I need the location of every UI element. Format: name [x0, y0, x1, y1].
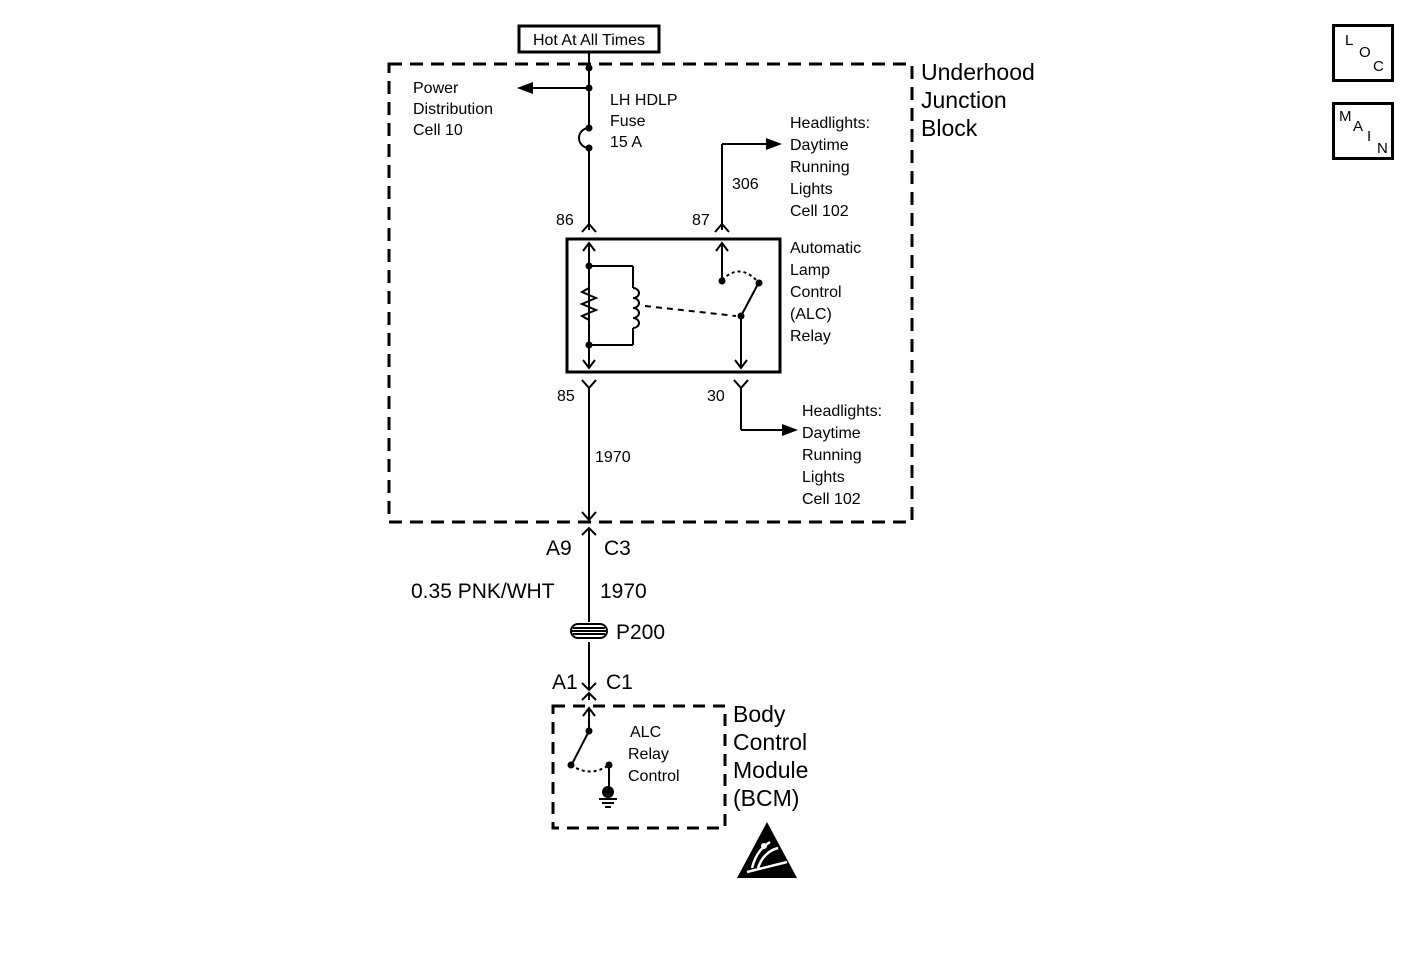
svg-text:Running: Running [790, 159, 850, 176]
svg-text:Daytime: Daytime [802, 425, 861, 442]
circuit-30-arrow [782, 424, 798, 436]
pin-85-label: 85 [557, 388, 575, 405]
power-distribution-ref: Power Distribution Cell 10 [413, 80, 493, 139]
wire-spec-label: 0.35 PNK/WHT [411, 580, 555, 603]
svg-text:Control: Control [733, 729, 807, 755]
svg-text:Control: Control [790, 284, 842, 301]
main-letter-n: N [1377, 140, 1388, 157]
svg-text:Module: Module [733, 757, 808, 783]
svg-text:Lights: Lights [802, 469, 845, 486]
svg-text:Control: Control [628, 768, 680, 785]
svg-text:Fuse: Fuse [610, 113, 646, 130]
ground-icon [599, 786, 617, 808]
bcm-border [551, 704, 727, 830]
svg-text:Cell 102: Cell 102 [790, 203, 849, 220]
circuit-1970-label: 1970 [595, 449, 631, 466]
pin-30-label: 30 [707, 388, 725, 405]
power-source-box: Hot At All Times [517, 24, 661, 54]
main-letter-i: I [1367, 128, 1372, 145]
svg-text:Daytime: Daytime [790, 137, 849, 154]
svg-text:Headlights:: Headlights: [802, 403, 882, 420]
connector-a1-label: A1 [552, 671, 578, 694]
svg-text:Cell 10: Cell 10 [413, 122, 463, 139]
bcm-title: Body Control Module (BCM) [733, 701, 808, 811]
esd-warning-icon [737, 822, 797, 878]
svg-text:(ALC): (ALC) [790, 306, 832, 323]
svg-text:Automatic: Automatic [790, 240, 861, 257]
svg-text:Distribution: Distribution [413, 101, 493, 118]
svg-text:Block: Block [921, 115, 978, 141]
svg-text:LH HDLP: LH HDLP [610, 92, 678, 109]
circuit-306-arrow [766, 138, 782, 150]
headlights-drl-ref-top: Headlights: Daytime Running Lights Cell … [790, 115, 870, 220]
bcm-alc-relay-control-label: ALC Relay Control [628, 724, 680, 785]
fuse-dots [585, 64, 593, 152]
loc-letter-c: C [1373, 58, 1384, 75]
loc-button[interactable]: L O C [1332, 24, 1394, 82]
underhood-junction-block-title: Underhood Junction Block [921, 59, 1035, 141]
bcm-switch-nodes [567, 727, 613, 769]
svg-text:Lamp: Lamp [790, 262, 830, 279]
underhood-junction-block-border [387, 62, 914, 524]
pin-86-terminal [581, 222, 597, 233]
circuit-30-wire [740, 388, 784, 431]
power-source-label: Hot At All Times [533, 32, 645, 49]
alc-relay-box [565, 237, 782, 374]
connector-a9-label: A9 [546, 537, 572, 560]
main-button[interactable]: M A I N [1332, 102, 1394, 160]
svg-text:Relay: Relay [790, 328, 831, 345]
main-letter-a: A [1353, 118, 1364, 135]
pin-86-label: 86 [556, 212, 574, 229]
connector-c3-label: C3 [604, 537, 631, 560]
loc-letter-l: L [1345, 32, 1354, 49]
svg-text:Lights: Lights [790, 181, 833, 198]
headlights-drl-ref-bottom: Headlights: Daytime Running Lights Cell … [802, 403, 882, 508]
alc-relay-label: Automatic Lamp Control (ALC) Relay [790, 240, 861, 345]
svg-text:Underhood: Underhood [921, 59, 1035, 85]
alc-relay-internals [579, 241, 759, 370]
svg-text:Power: Power [413, 80, 459, 97]
circuit-1970-wire [581, 388, 597, 701]
circuit-306-label: 306 [732, 176, 759, 193]
connector-c1-label: C1 [606, 671, 633, 694]
splice-p200-symbol [570, 623, 608, 639]
pin-30-terminal [733, 379, 749, 390]
svg-text:15 A: 15 A [610, 134, 642, 151]
pin-87-label: 87 [692, 212, 710, 229]
bcm-switch [570, 706, 610, 790]
fuse-label: LH HDLP Fuse 15 A [610, 92, 678, 151]
svg-text:Junction: Junction [921, 87, 1007, 113]
power-distribution-arrow [517, 82, 533, 94]
svg-text:Relay: Relay [628, 746, 669, 763]
main-letter-m: M [1339, 108, 1352, 125]
svg-text:(BCM): (BCM) [733, 785, 799, 811]
circuit-306-wire [714, 143, 768, 233]
splice-p200-label: P200 [616, 621, 665, 644]
svg-text:Headlights:: Headlights: [790, 115, 870, 132]
svg-text:Cell 102: Cell 102 [802, 491, 861, 508]
pin-85-terminal [581, 379, 597, 390]
feed-wire [530, 52, 590, 230]
loc-letter-o: O [1359, 44, 1371, 61]
alc-relay-nodes [585, 262, 763, 349]
svg-text:Running: Running [802, 447, 862, 464]
svg-text:ALC: ALC [630, 724, 661, 741]
svg-text:Body: Body [733, 701, 786, 727]
wire-circuit-label: 1970 [600, 580, 647, 603]
